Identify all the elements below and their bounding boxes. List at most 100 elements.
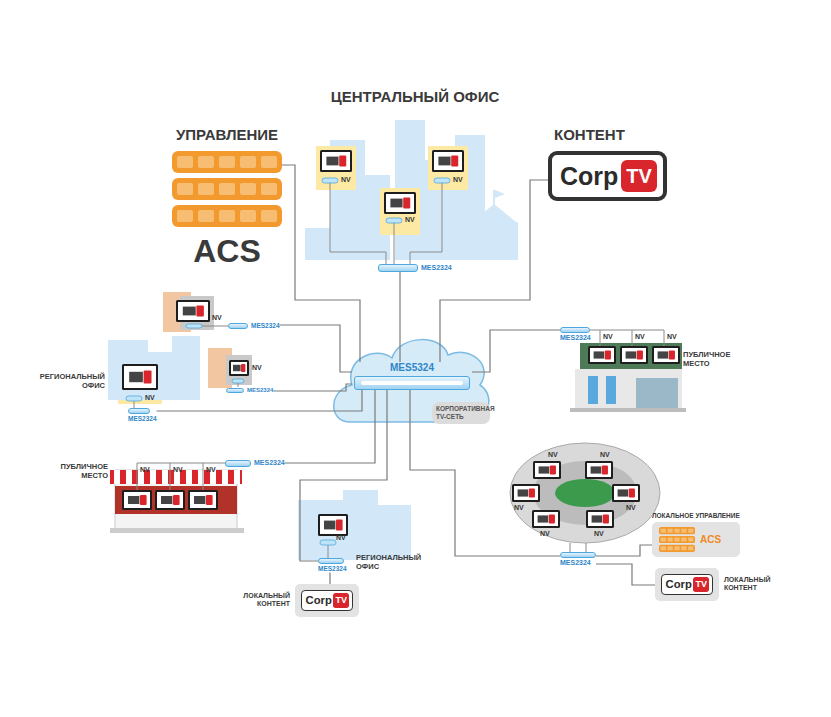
switch-bar <box>226 388 244 393</box>
acs-icon <box>688 529 693 533</box>
network-link <box>410 390 560 557</box>
core-switch: MES5324 <box>352 362 472 390</box>
monitor-logo <box>549 515 555 524</box>
acs-icon <box>177 156 193 168</box>
acs-icon <box>177 210 193 222</box>
switch-bar <box>318 558 344 564</box>
monitor-logo <box>129 372 143 382</box>
monitor-frame <box>588 346 616 364</box>
regional-office-buildings <box>376 505 411 560</box>
acs-icon <box>198 210 214 222</box>
acs-icon <box>659 527 695 552</box>
device-wires <box>328 545 329 558</box>
device-label: NV <box>145 394 155 401</box>
acs-server: УПРАВЛЕНИЕACS <box>172 126 282 270</box>
section-heading: ЛОКАЛЬНЫЙ КОНТЕНТ <box>724 576 776 594</box>
device-wires <box>137 463 138 490</box>
switch-bar <box>560 327 590 333</box>
monitor-logo <box>241 364 245 372</box>
switch-model: MES2324 <box>560 334 591 342</box>
network-link <box>472 330 560 372</box>
monitor-frame <box>612 484 640 502</box>
monitor-frame <box>585 461 613 479</box>
acs-icon <box>668 538 673 542</box>
monitor-screen <box>124 492 150 508</box>
switch-bar <box>128 408 150 414</box>
monitor-logo <box>233 365 241 371</box>
device-label: NV <box>514 504 524 511</box>
acs-icon <box>198 183 214 195</box>
logo-word: Corp <box>666 578 692 590</box>
monitor-logo <box>194 496 205 504</box>
acs-icon <box>659 527 695 534</box>
network-cloud <box>334 340 489 422</box>
monitor-frame <box>432 150 464 172</box>
monitor-logo <box>529 489 535 498</box>
acs-icon <box>688 538 693 542</box>
central-office-buildings <box>305 120 518 260</box>
network-link <box>399 272 400 362</box>
monitor-screen <box>514 486 538 500</box>
gas-station <box>570 343 686 412</box>
monitor-screen <box>386 194 414 212</box>
logo-word: Corp <box>560 162 618 191</box>
acs-icon <box>668 546 673 550</box>
switch-model: MES2324 <box>421 264 452 272</box>
device-wires <box>330 183 386 264</box>
monitor-screen <box>614 486 638 500</box>
monitor-frame <box>532 510 560 528</box>
monitor-screen <box>124 366 156 388</box>
access-switch: MES2324 <box>226 387 273 394</box>
gas-station <box>570 408 686 412</box>
access-switch: MES2324 <box>560 327 591 342</box>
acs-icon <box>659 527 695 552</box>
access-switch: MES2324 <box>318 558 347 572</box>
monitor-frame <box>320 150 352 172</box>
gas-station <box>606 376 616 404</box>
switch-model: MES2324 <box>254 459 285 467</box>
grey-panel: ACS <box>652 522 740 557</box>
access-switch: MES2324 <box>128 408 157 422</box>
device-wires <box>664 330 665 346</box>
central-office-buildings <box>472 204 516 222</box>
acs-icon <box>172 151 282 227</box>
acs-icon <box>219 156 235 168</box>
acs-icon <box>674 546 679 550</box>
gas-station <box>580 343 682 369</box>
monitor-logo <box>637 351 643 360</box>
device-wires <box>586 543 587 552</box>
monitor-screen <box>588 512 612 526</box>
nv-device <box>232 379 244 383</box>
monitor-logo <box>144 371 152 384</box>
monitor-logo <box>626 351 637 358</box>
nv-device <box>126 396 142 401</box>
logo-tv: TV <box>621 160 657 192</box>
grey-panel: CorpTV <box>655 568 719 601</box>
acs-icon <box>172 178 282 200</box>
monitor-screen <box>590 348 614 362</box>
monitor-screen <box>587 463 611 477</box>
section-heading: УПРАВЛЕНИЕ <box>172 126 282 143</box>
switch-bar <box>228 323 248 329</box>
access-switch: MES2324 <box>560 552 596 567</box>
monitor-screen <box>434 152 462 170</box>
monitor-frame <box>384 192 416 214</box>
switch-model: MES2324 <box>318 565 347 572</box>
device-label: NV <box>341 176 351 183</box>
device-label: NV <box>336 534 346 541</box>
monitor-screen <box>320 516 346 534</box>
monitor-logo <box>161 496 172 504</box>
device-wires <box>570 543 571 552</box>
access-switch: MES2324 <box>225 459 285 467</box>
acs-icon <box>681 529 686 533</box>
switch-bar <box>354 376 470 390</box>
monitor-frame <box>318 514 348 536</box>
monitor-logo <box>591 466 602 473</box>
monitor-screen <box>622 348 646 362</box>
monitor-logo <box>173 495 180 505</box>
content-server: КОНТЕНТCorpTV <box>548 126 667 201</box>
section-heading: ЛОКАЛЬНЫЙ КОНТЕНТ <box>238 592 290 610</box>
acs-icon <box>172 151 282 173</box>
monitor-logo <box>538 515 549 522</box>
